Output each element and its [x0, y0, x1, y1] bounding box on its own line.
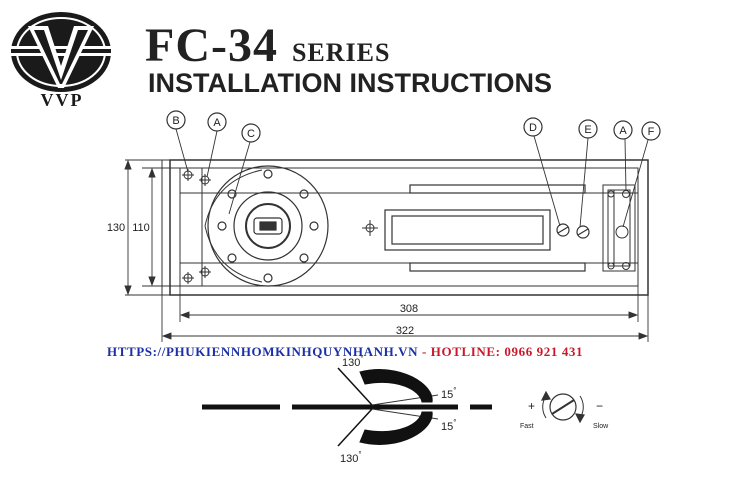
spring-chamber: [384, 184, 586, 272]
door-leaf-open-top: [337, 367, 373, 406]
housing-outline: [169, 159, 649, 296]
logo-brand-text: VVP: [40, 90, 84, 110]
swing-arc: [359, 369, 433, 403]
closer-body: [179, 167, 639, 287]
vvp-logo: [11, 12, 111, 92]
spindle-flange: [207, 165, 329, 287]
spindle-assembly: [204, 165, 329, 287]
callout-leaders: [175, 128, 649, 228]
screw-head: [549, 393, 577, 421]
vertical-dimensions: [124, 159, 180, 296]
dim-length-inner: 308: [400, 303, 418, 315]
callout-b: B: [172, 115, 179, 127]
callout-c: C: [247, 128, 255, 140]
slow-label: Slow: [593, 423, 609, 430]
door-swing-diagram: [202, 367, 492, 447]
latch-angle-bottom: 15°: [441, 418, 456, 433]
website-link[interactable]: HTTPS://PHUKIENNHOMKINHQUYNHANH.VN: [107, 344, 419, 359]
callout-b-bubble: [166, 110, 186, 130]
series-label: SERIES: [291, 38, 391, 67]
fast-label: Fast: [520, 423, 534, 430]
dim-height-inner: 110: [132, 222, 150, 234]
swing-angle-bottom: 130°: [340, 450, 362, 465]
dim-height-outer: 130: [107, 222, 125, 234]
contact-separator: -: [421, 344, 427, 359]
dim-length-outer: 322: [396, 325, 414, 337]
slow-symbol: −: [596, 399, 603, 413]
right-end-plate: [602, 184, 636, 272]
callout-a2-bubble: [613, 120, 633, 140]
adjusting-valves: [556, 223, 590, 239]
speed-adjust-screw: [540, 390, 585, 424]
hotline-text: HOTLINE: 0966 921 431: [430, 344, 584, 359]
callout-a2: A: [619, 125, 627, 137]
mounting-holes-left: [182, 169, 211, 284]
center-mark: [362, 220, 378, 236]
callout-bubbles: [166, 110, 661, 143]
horizontal-dimensions: [161, 286, 649, 342]
contact-banner: HTTPS://PHUKIENNHOMKINHQUYNHANH.VN - HOT…: [107, 344, 583, 360]
callout-e-bubble: [578, 119, 598, 139]
callout-f-bubble: [641, 121, 661, 141]
left-end-plate: [179, 167, 203, 287]
callout-d-bubble: [523, 117, 543, 137]
callout-d: D: [529, 122, 537, 134]
page-subtitle: INSTALLATION INSTRUCTIONS: [148, 68, 552, 98]
latch-angle-top: 15°: [441, 386, 456, 401]
door-leaf-open-bottom: [337, 408, 373, 447]
fast-symbol: +: [528, 399, 535, 413]
callout-e: E: [584, 124, 591, 136]
page-title: FC-34 SERIES: [145, 18, 390, 73]
swing-angle-top: 130°: [342, 354, 364, 369]
callout-a: A: [213, 117, 221, 129]
callout-f: F: [648, 126, 655, 138]
model-number: FC-34: [145, 19, 278, 72]
callout-c-bubble: [241, 123, 261, 143]
callout-a-bubble: [207, 112, 227, 132]
